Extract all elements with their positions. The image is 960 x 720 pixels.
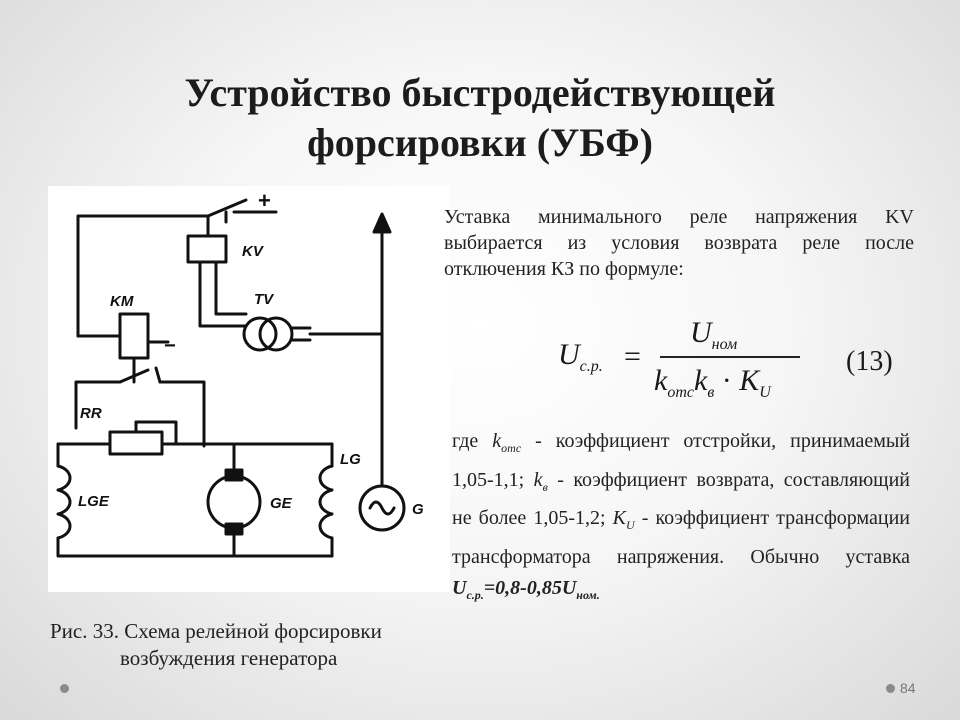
wire-kv-down-right <box>214 260 248 316</box>
formula-number: (13) <box>846 346 893 377</box>
lge-winding <box>56 464 72 540</box>
figure-caption: Рис. 33. Схема релейной форсировки возбу… <box>50 618 450 672</box>
wire-lge-bottom <box>56 536 334 558</box>
title-line-1: Устройство быстродействующей <box>184 70 776 115</box>
g-tilde <box>368 500 396 516</box>
title-line-2: форсировки (УБФ) <box>307 120 653 165</box>
ge-circle <box>206 474 262 530</box>
label-g: G <box>412 501 424 518</box>
switch-blade <box>206 198 248 218</box>
rr-slider-arm <box>134 420 178 446</box>
caption-line-1: Рис. 33. Схема релейной форсировки <box>50 619 382 643</box>
left-bullet-dot <box>60 684 69 693</box>
g-circle <box>358 484 406 532</box>
tv-winding-2 <box>258 316 294 352</box>
circuit-svg: + KV TV KM − RR LGE GE LG G <box>56 188 424 558</box>
formula-equals: = <box>624 340 641 373</box>
wire-kv-down-left <box>198 260 248 328</box>
slide-title: Устройство быстродействующей форсировки … <box>0 68 960 168</box>
wire-top-left <box>76 214 210 338</box>
formula-lhs: Uс.р. <box>558 338 603 375</box>
kv-coil <box>186 234 228 264</box>
formula-numerator: Uном <box>690 316 738 353</box>
where-paragraph: где kотс - коэффициент отстройки, приним… <box>452 430 911 602</box>
arrow-head <box>372 212 392 234</box>
right-bullet-dot <box>886 684 895 693</box>
wire-contact-left <box>74 380 122 430</box>
formula-13: Uс.р. = Uном kотсkв · KU (13) <box>556 316 916 416</box>
label-ge: GE <box>270 495 293 512</box>
page-number: 84 <box>900 680 916 696</box>
label-minus: − <box>164 335 176 357</box>
label-plus: + <box>258 188 271 213</box>
tv-winding-1 <box>242 316 278 352</box>
km-contact-stop <box>154 366 162 384</box>
km-coil <box>118 312 150 360</box>
km-contact-blade <box>118 368 150 384</box>
label-kv: KV <box>242 243 265 260</box>
rr-resistor <box>108 430 164 456</box>
label-lge: LGE <box>78 493 110 510</box>
label-lg: LG <box>340 451 361 468</box>
intro-paragraph: Уставка минимального реле напряжения KV … <box>444 206 914 280</box>
fraction-bar <box>660 356 800 358</box>
formula-denominator: kотсkв · KU <box>654 364 771 401</box>
lg-winding <box>318 464 334 540</box>
ge-brush-top <box>224 468 244 482</box>
label-km: KM <box>110 293 134 310</box>
circuit-diagram: + KV TV KM − RR LGE GE LG G <box>48 186 450 592</box>
wire-contact-right <box>158 380 206 448</box>
label-rr: RR <box>80 405 102 422</box>
label-tv: TV <box>254 291 275 308</box>
caption-line-2: возбуждения генератора <box>120 646 338 670</box>
